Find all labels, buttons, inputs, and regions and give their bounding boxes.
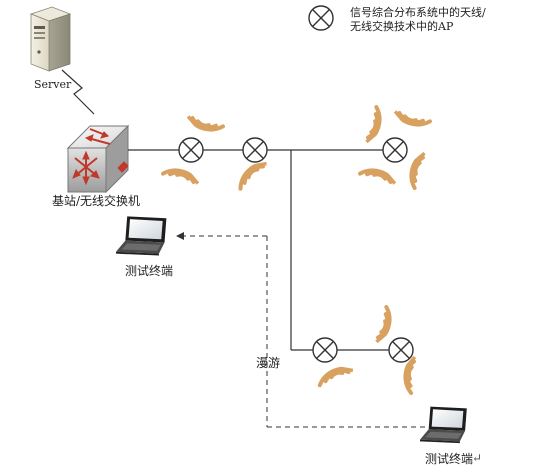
signal-wave-icon [161, 158, 200, 201]
server-label: Server [34, 78, 72, 91]
server-icon [29, 6, 72, 72]
roaming-arrow-icon [176, 232, 184, 240]
ap-icon [242, 137, 268, 163]
laptop-icon [116, 216, 167, 256]
signal-wave-icon [349, 105, 392, 144]
signal-wave-icon [393, 94, 432, 137]
base-station-label: 基站/无线交换机 [52, 194, 141, 208]
legend-line-1: 信号综合分布系统中的天线/ [350, 6, 486, 19]
roaming-label: 漫游 [256, 356, 281, 370]
legend-ap-icon [308, 5, 334, 31]
server-link [61, 69, 95, 115]
return-arrow-icon: ↵ [472, 451, 483, 465]
signal-wave-icon [359, 305, 402, 344]
signal-wave-icon [234, 161, 274, 191]
legend-line-2: 无线交换技术中的AP [350, 20, 454, 33]
terminal-label-1: 测试终端 [125, 264, 174, 278]
switch-icon [66, 124, 130, 194]
laptop-icon [420, 406, 467, 444]
ap-icon [388, 337, 414, 363]
ap-icon [178, 137, 204, 163]
ap-icon [382, 137, 408, 163]
signal-wave-icon [317, 362, 354, 393]
legend-text: 信号综合分布系统中的天线/ 无线交换技术中的AP [350, 6, 486, 34]
signal-wave-icon [399, 151, 442, 190]
backbone-lines [128, 149, 401, 351]
signal-wave-icon [186, 99, 225, 142]
signal-wave-icon [358, 158, 397, 201]
roaming-path [183, 235, 426, 428]
terminal-label-2: 测试终端 [425, 452, 474, 466]
ap-icon [312, 337, 338, 363]
